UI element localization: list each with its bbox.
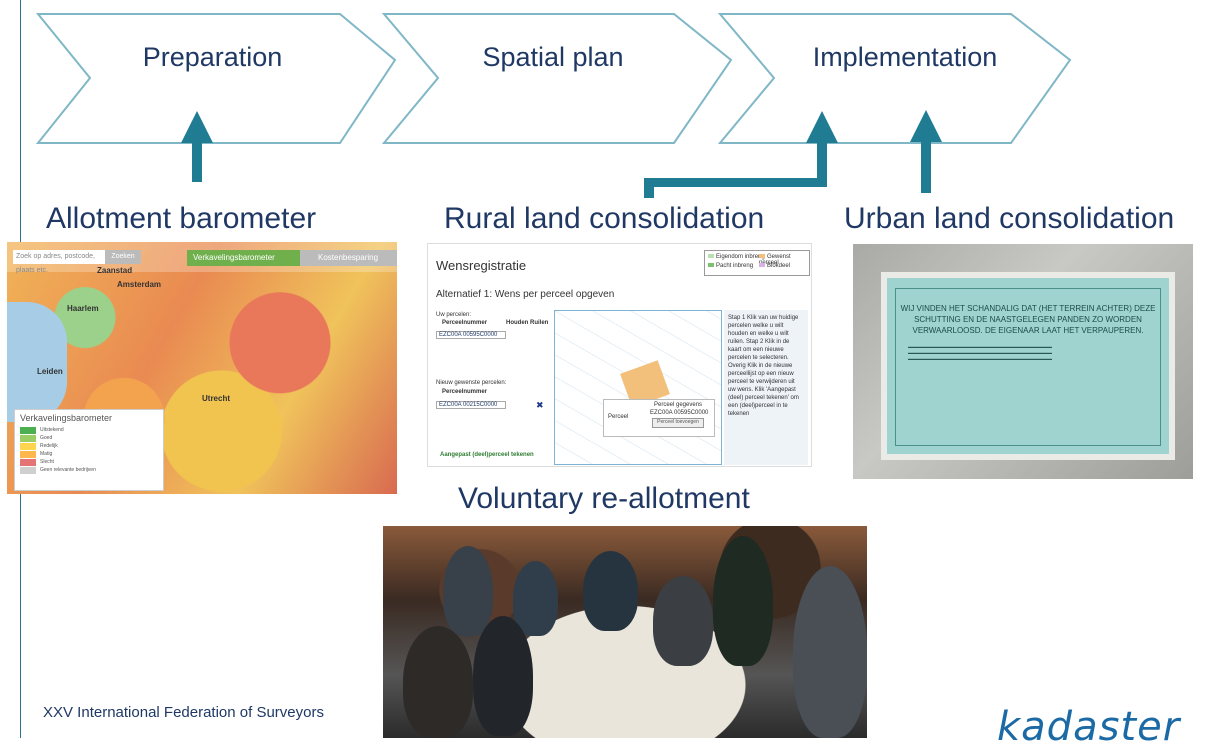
legend-item: Slecht [20,458,163,466]
caption-rural: Rural land consolidation [444,202,765,235]
arrow-allotment [181,111,213,182]
map-legend: Verkavelingsbarometer Uitstekend Goed Re… [14,409,164,491]
wens-legend: Eigendom inbreng Pacht inbreng Gewenst p… [704,250,810,276]
remove-icon[interactable]: ✖ [536,400,544,410]
legend-item: Geen relevante bedrijven [20,466,163,474]
wens-nieuw: Nieuw gewenste percelen: [436,380,507,386]
arrow-urban [910,110,942,193]
caption-voluntary: Voluntary re-allotment [458,482,750,515]
chevron-implementation [717,13,1072,144]
city-label: Zaanstad [97,266,133,275]
notice-heading: WIJ VINDEN HET SCHANDALIG DAT (HET TERRE… [900,304,1156,335]
perceel-toevoegen-button[interactable]: Perceel toevoegen [652,418,704,428]
map-water [7,302,67,422]
legend-title: Verkavelingsbarometer [20,413,113,423]
wens-col-houden-ruilen: Houden Ruilen [506,320,549,326]
chevron-spatial-plan [381,13,733,144]
wens-title: Wensregistratie [436,258,527,273]
legend-item: Uitstekend [20,426,163,434]
city-label: Haarlem [67,304,99,313]
wens-instructions: Stap 1 Klik van uw huidige percelen welk… [724,310,808,465]
wens-uw-percelen: Uw percelen: [436,312,472,318]
map-search-input[interactable]: Zoek op adres, postcode, plaats etc. [13,250,106,274]
caption-allotment: Allotment barometer [46,202,317,235]
wens-col-perceelnummer-2: Perceelnummer [442,389,488,395]
voluntary-reallotment-photo [383,526,867,738]
wens-col-perceelnummer: Perceelnummer [442,320,488,326]
map-search-button[interactable]: Zoeken [105,250,141,264]
legend-item: Matig [20,450,163,458]
wens-subtitle: Alternatief 1: Wens per perceel opgeven [436,289,615,300]
legend-item: Redelijk [20,442,163,450]
step-label-preparation: Preparation [142,42,283,72]
wens-map[interactable]: Perceel Perceel gegevens EZC00A 00595C00… [554,310,722,465]
step-label-spatial-plan: Spatial plan [482,42,624,72]
arrow-rural [644,111,838,198]
chevron-preparation [35,13,397,144]
draw-parcel-link[interactable]: Aangepast (deel)perceel tekenen [440,452,534,458]
city-label: Amsterdam [117,280,162,289]
wens-nieuw-perceel-field[interactable]: EZC00A 00215C0000 [436,401,506,409]
city-label: Leiden [37,367,63,376]
wensregistratie-screenshot: Wensregistratie Alternatief 1: Wens per … [427,243,812,467]
caption-urban: Urban land consolidation [844,202,1175,235]
kadaster-logo: kadaster [997,704,1181,750]
legend-item: Goed [20,434,163,442]
urban-notice-photo: WIJ VINDEN HET SCHANDALIG DAT (HET TERRE… [853,244,1193,479]
notice-body-text: ▬▬▬▬▬▬▬▬▬▬▬▬▬▬▬▬▬▬▬▬▬▬▬▬▬▬▬▬▬▬▬▬▬▬▬▬ ▬▬▬… [908,344,1052,361]
tab-kostenbesparing[interactable]: Kostenbesparing [300,250,397,266]
step-label-implementation: Implementation [812,42,998,72]
notice-sheet: WIJ VINDEN HET SCHANDALIG DAT (HET TERRE… [881,272,1175,460]
parcel-popup: Perceel Perceel gegevens EZC00A 00595C00… [603,399,715,437]
tab-verkavelingsbarometer[interactable]: Verkavelingsbarometer [187,250,300,266]
wens-perceel-field[interactable]: EZC00A 00595C0000 [436,331,506,339]
allotment-map: Zoek op adres, postcode, plaats etc. Zoe… [7,242,397,494]
footer-text: XXV International Federation of Surveyor… [43,704,324,721]
city-label: Utrecht [202,394,231,403]
